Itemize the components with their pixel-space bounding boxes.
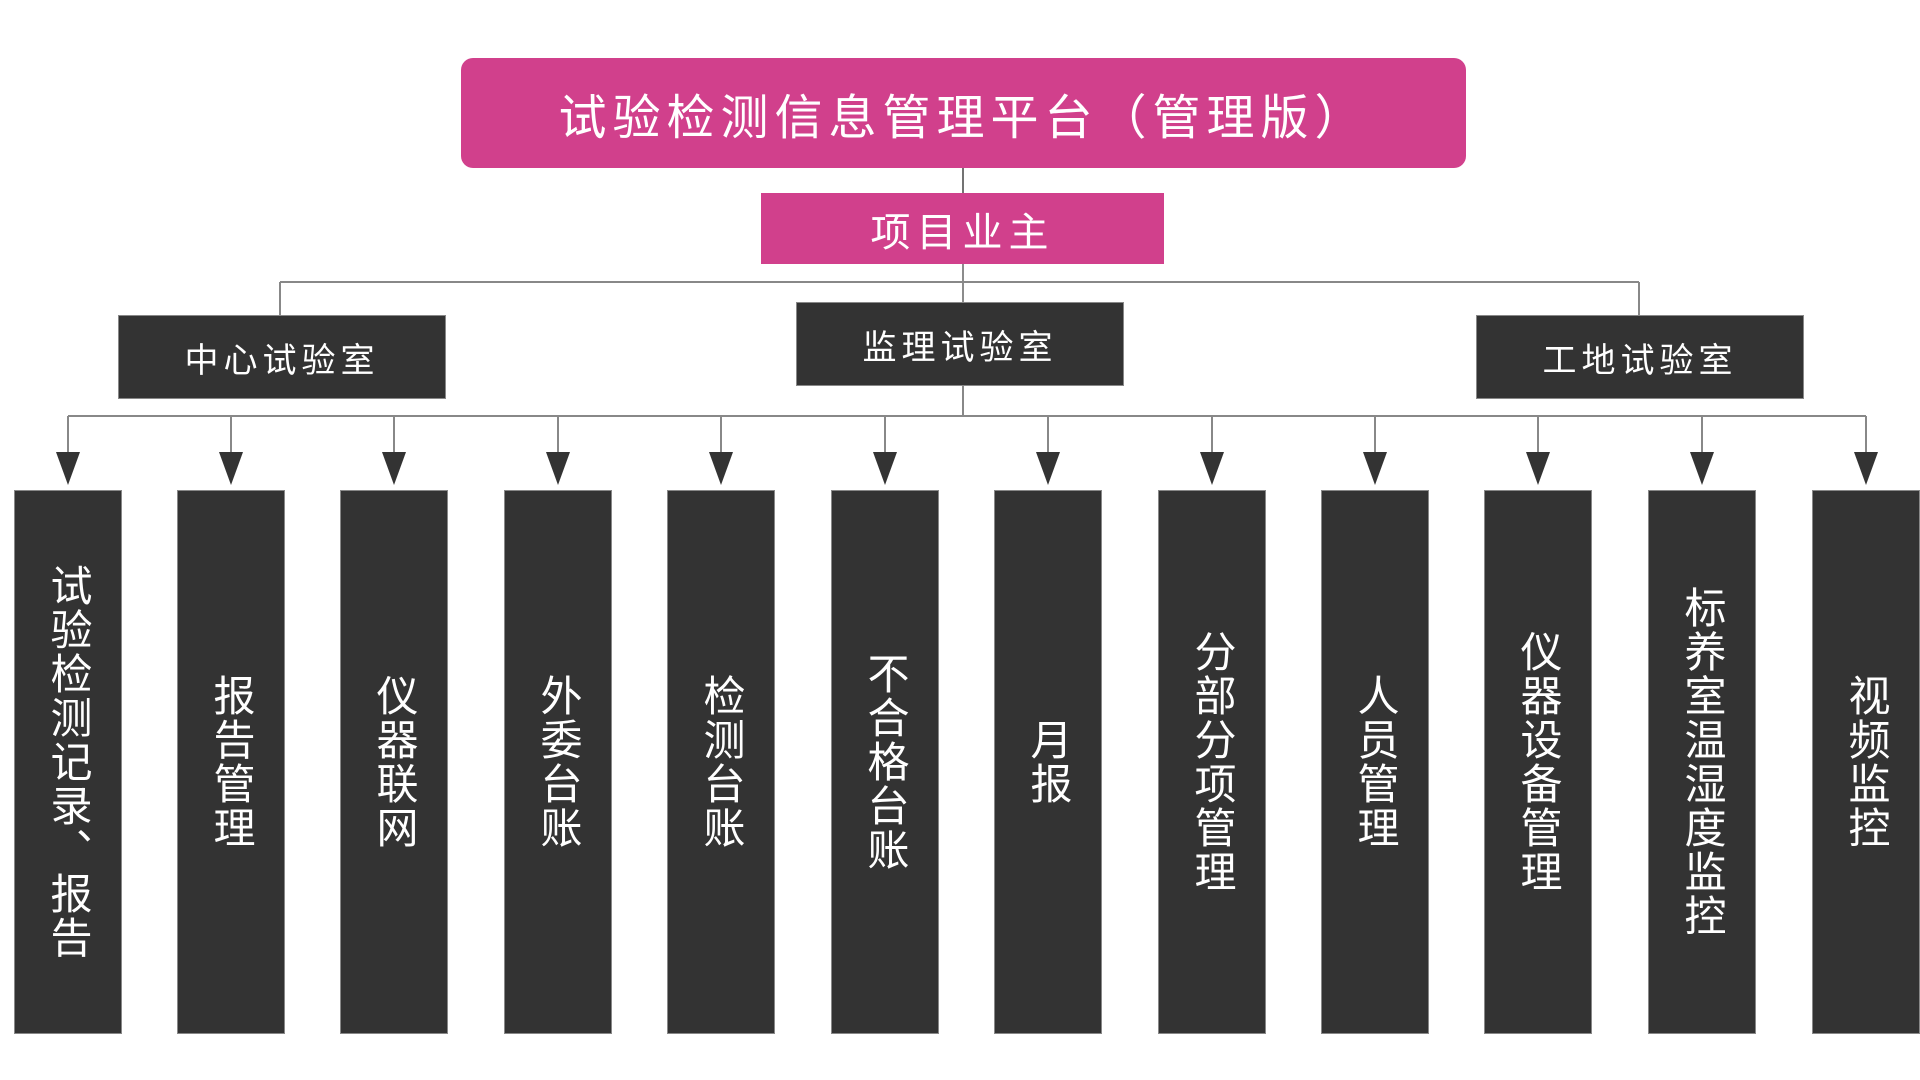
module-node: 标养室温湿度监控 [1648,490,1756,1034]
platform-title: 试验检测信息管理平台（管理版） [461,58,1466,168]
module-node: 检测台账 [667,490,775,1034]
arrow-down-icon [1690,452,1714,485]
module-node-text: 不合格台账 [861,652,910,872]
module-node: 仪器设备管理 [1484,490,1592,1034]
lab-node-supervision: 监理试验室 [796,302,1124,386]
arrow-down-icon [219,452,243,485]
lab-node-central: 中心试验室 [118,315,446,399]
arrow-down-icon [1036,452,1060,485]
owner-node-text: 项目业主 [870,209,1055,256]
arrow-down-icon [1854,452,1878,485]
lab-node-text: 中心试验室 [184,340,380,381]
module-node-text: 标养室温湿度监控 [1678,586,1727,938]
module-node-text: 报告管理 [207,674,256,850]
arrow-down-icon [1200,452,1224,485]
module-node: 仪器联网 [340,490,448,1034]
module-node-text: 试验检测记录、报告 [44,564,93,960]
module-node: 不合格台账 [831,490,939,1034]
lab-node-text: 工地试验室 [1542,340,1738,381]
arrow-down-icon [1363,452,1387,485]
lab-node-text: 监理试验室 [862,327,1058,368]
module-node: 外委台账 [504,490,612,1034]
arrow-down-icon [709,452,733,485]
module-node: 人员管理 [1321,490,1429,1034]
module-node-text: 仪器联网 [370,674,419,850]
arrow-down-icon [382,452,406,485]
module-node-text: 检测台账 [697,674,746,850]
module-node-text: 视频监控 [1842,674,1891,850]
owner-node: 项目业主 [761,193,1164,264]
arrow-down-icon [56,452,80,485]
module-node: 试验检测记录、报告 [14,490,122,1034]
arrow-down-icon [1526,452,1550,485]
module-node: 月报 [994,490,1102,1034]
arrow-down-icon [546,452,570,485]
lab-node-site: 工地试验室 [1476,315,1804,399]
module-node-text: 仪器设备管理 [1514,630,1563,894]
module-node-text: 月报 [1024,718,1073,806]
module-node: 报告管理 [177,490,285,1034]
module-node-text: 外委台账 [534,674,583,850]
platform-title-text: 试验检测信息管理平台（管理版） [558,90,1369,146]
arrow-down-icon [873,452,897,485]
module-node: 视频监控 [1812,490,1920,1034]
module-node-text: 人员管理 [1351,674,1400,850]
module-node: 分部分项管理 [1158,490,1266,1034]
module-node-text: 分部分项管理 [1188,630,1237,894]
